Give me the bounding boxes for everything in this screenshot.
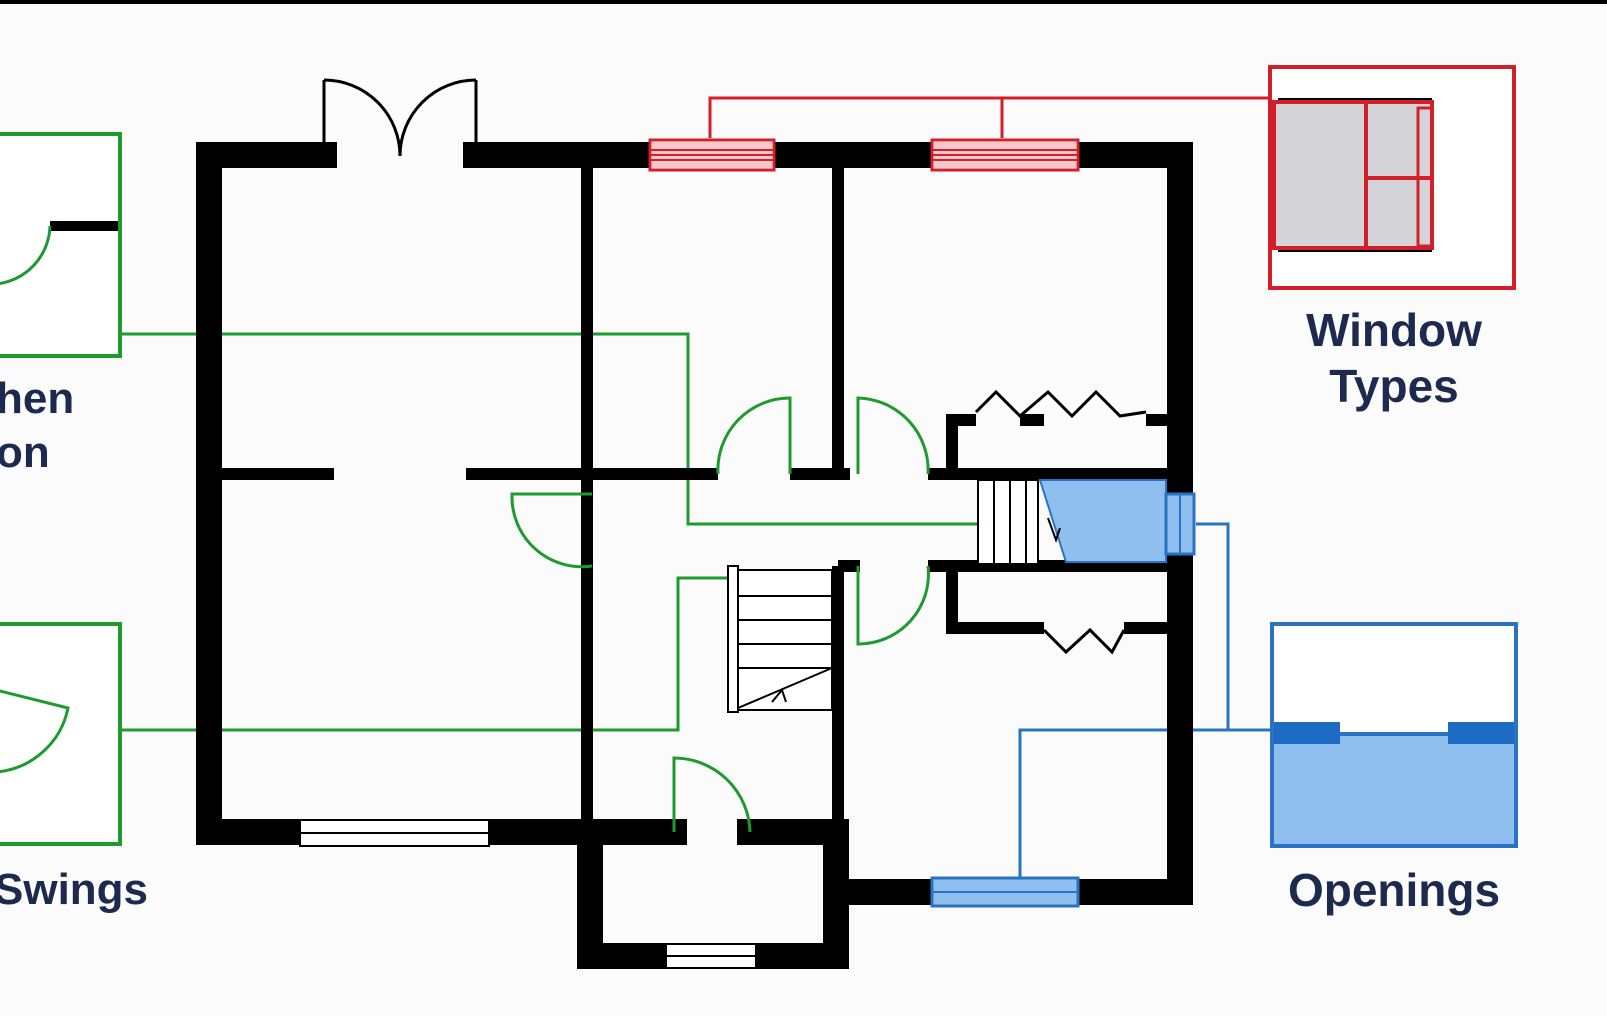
blue-opening-bottom — [930, 876, 1080, 908]
window-types-label-line2: Types — [1329, 360, 1459, 412]
swings-label: Swings — [0, 862, 148, 918]
swings-label-text: Swings — [0, 865, 149, 914]
kitchen-label-line2: on — [0, 428, 50, 477]
kitchen-label: hen on — [0, 372, 74, 480]
opening-leaders — [1018, 522, 1272, 878]
blue-opening-right — [1164, 492, 1196, 556]
openings-label: Openings — [1262, 862, 1526, 918]
top-border — [0, 0, 1607, 4]
red-window-top-left — [648, 138, 776, 172]
exterior-walls — [196, 142, 1193, 969]
openings-label-text: Openings — [1287, 864, 1501, 916]
closet-bifold-doors — [974, 389, 1147, 655]
window-bottom-left — [299, 819, 490, 847]
window-types-callout-box — [1268, 65, 1516, 290]
kitchen-label-line1: hen — [0, 374, 75, 423]
window-types-label: Window Types — [1272, 302, 1516, 414]
interior-door-swings — [510, 396, 930, 833]
red-window-top-right — [930, 138, 1080, 172]
openings-callout-box — [1270, 622, 1518, 848]
entry-double-door — [322, 78, 478, 168]
window-bottom-small — [665, 943, 757, 969]
window-types-label-line1: Window — [1306, 304, 1482, 356]
kitchen-callout-box — [0, 132, 122, 358]
stairs-upper — [977, 479, 1167, 565]
door-swing-leaders — [120, 332, 980, 732]
stairs-lower — [727, 565, 833, 713]
swings-callout-box — [0, 622, 122, 846]
window-type-leaders — [708, 96, 1270, 138]
